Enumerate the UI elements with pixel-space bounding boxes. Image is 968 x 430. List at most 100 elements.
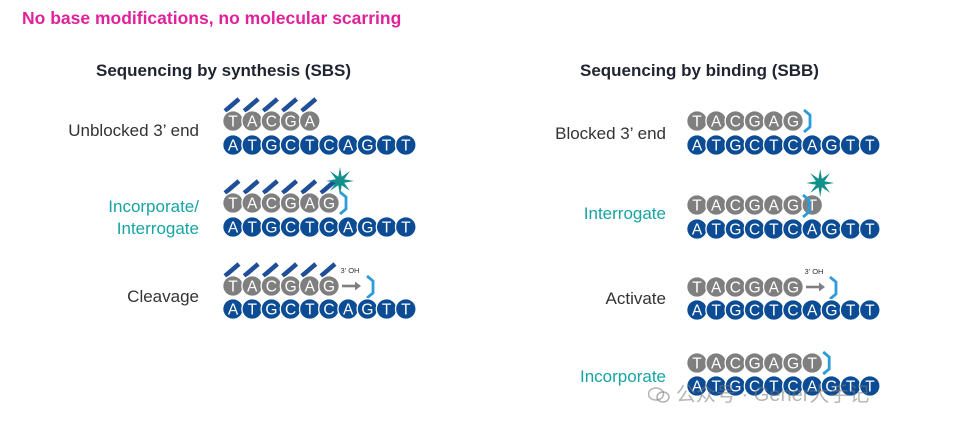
sbb-s4-primer-3-letter: G <box>749 356 761 373</box>
sbb-s3-template-9-letter: T <box>865 303 875 320</box>
sbs-s1-hatch-0 <box>223 97 241 113</box>
sbs-s3-hatch-3 <box>281 262 299 278</box>
sbb-step-label-2: Interrogate <box>583 204 666 223</box>
sbb-s3-template-5-letter: C <box>787 303 798 320</box>
sbb-s1-primer-0-letter: T <box>692 114 702 131</box>
sbs-s3-hatch-1 <box>242 262 260 278</box>
sbb-s2-template-7-letter: G <box>825 222 837 239</box>
sbs-s1-template-4-letter: T <box>305 138 315 155</box>
sbb-s4-blocker <box>822 350 831 376</box>
sbb-s3-primer-0-letter: T <box>692 280 702 297</box>
sbs-s1-template-8-letter: T <box>382 138 392 155</box>
sbs-s3-template-8-letter: T <box>382 302 392 319</box>
sbs-s2-hatch-4 <box>300 179 318 195</box>
sbs-s2-primer-5-bead <box>318 192 340 214</box>
sbs-s1-primer-1-letter: A <box>247 114 258 131</box>
sbb-s3-primer-2-letter: C <box>730 280 741 297</box>
sbb-s2-star <box>806 169 835 197</box>
sbb-s4-template-3-letter: C <box>749 379 760 396</box>
sbb-s3-oh-label: 3’ OH <box>805 267 824 276</box>
sbs-s2-template-3-letter: C <box>285 220 296 237</box>
sbs-s3-hatch-5 <box>319 262 337 278</box>
sbs-s3-primer-2-letter: C <box>266 279 277 296</box>
sbs-s3-template-9-bead <box>394 298 417 320</box>
sbs-s2-hatch-0 <box>223 179 241 195</box>
sbb-s4-template-1-letter: T <box>711 379 721 396</box>
sbs-s1-template-9-letter: T <box>401 138 411 155</box>
sbb-s3-arrow-head <box>819 282 825 292</box>
sbs-s1-template-1-letter: T <box>247 138 257 155</box>
watermark: 公众号 · Gener大手记 <box>648 378 869 407</box>
sbs-s2-hatch-2 <box>261 179 279 195</box>
sbb-s3-template-7-letter: G <box>825 303 837 320</box>
sbb-s2-blocker <box>802 193 811 219</box>
sbs-s3-oh-label: 3’ OH <box>341 266 360 275</box>
sbb-s3-blocker <box>829 275 838 301</box>
sbb-s4-primer-1-letter: A <box>711 356 722 373</box>
sbb-s4-template-2-letter: G <box>729 379 741 396</box>
sbb-s2-primer-4-letter: A <box>769 198 780 215</box>
headline: No base modifications, no molecular scar… <box>22 8 402 28</box>
wechat-icon <box>648 387 670 403</box>
sbb-s2-primer-5-letter: G <box>787 198 799 215</box>
sbs-s2-template-5-letter: C <box>323 220 334 237</box>
sbs-s2-hatch-5 <box>319 179 337 195</box>
sbb-s4-primer-0-letter: T <box>692 356 702 373</box>
sbs-s2-template-7-letter: G <box>361 220 373 237</box>
sbs-s1-hatch-4 <box>300 97 318 113</box>
sbs-s2-template-2-letter: G <box>265 220 277 237</box>
sbb-s2-primer-1-letter: A <box>711 198 722 215</box>
sbs-s2-hatch-1 <box>242 179 260 195</box>
sbs-s2-primer-3-letter: G <box>285 196 297 213</box>
sbs-s1-template-6-letter: A <box>343 138 354 155</box>
sbb-s2-template-4-letter: T <box>769 222 779 239</box>
sbb-s2-template-0-letter: A <box>692 222 703 239</box>
sbs-s3-template-5-letter: C <box>323 302 334 319</box>
sbs-s3-hatch-2 <box>261 262 279 278</box>
sbb-s4-primer-5-letter: G <box>787 356 799 373</box>
sbb-s4-template-7-letter: G <box>825 379 837 396</box>
sbb-s4-template-9-letter: T <box>865 379 875 396</box>
sbb-s3-primer-4-letter: A <box>769 280 780 297</box>
sbs-s2-template-1-letter: T <box>247 220 257 237</box>
sbb-s2-primer-0-letter: T <box>692 198 702 215</box>
sbs-s3-primer-5-bead <box>318 275 340 297</box>
sbb-s4-added-letter: T <box>807 356 817 373</box>
sbb-s1-template-5-letter: C <box>787 138 798 155</box>
sbb-step-label-3: Activate <box>605 289 666 308</box>
sbs-s1-primer-3-letter: G <box>285 114 297 131</box>
sbs-s2-template-4-letter: T <box>305 220 315 237</box>
sbs-s3-arrow-head <box>355 281 361 291</box>
sbb-s2-template-1-letter: T <box>711 222 721 239</box>
sbb-title: Sequencing by binding (SBB) <box>580 61 819 80</box>
sbs-s1-template-2-letter: G <box>265 138 277 155</box>
sbb-step-label-4: Incorporate <box>580 367 666 386</box>
sbb-s3-template-4-letter: T <box>769 303 779 320</box>
sbb-s2-template-9-bead <box>858 218 881 240</box>
sbs-s3-template-0-letter: A <box>228 302 239 319</box>
sbb-s4-primer-2-letter: C <box>730 356 741 373</box>
sbs-s3-template-6-letter: A <box>343 302 354 319</box>
sbs-step-label-3: Cleavage <box>127 287 199 306</box>
sbb-s3-primer-5-letter: G <box>787 280 799 297</box>
sbb-s3-template-1-letter: T <box>711 303 721 320</box>
sbs-s1-primer-0-letter: T <box>228 114 238 131</box>
sbs-s2-blocker <box>339 190 348 216</box>
sbs-s3-hatch-4 <box>300 262 318 278</box>
sbs-s2-primer-4-letter: A <box>305 196 316 213</box>
sbs-s2-hatch-3 <box>281 179 299 195</box>
sbs-s1-template-0-letter: A <box>228 138 239 155</box>
sbs-s3-template-3-letter: C <box>285 302 296 319</box>
sbs-s1-hatch-3 <box>281 97 299 113</box>
sbb-s1-primer-1-letter: A <box>711 114 722 131</box>
sbs-s3-template-9-letter: T <box>401 302 411 319</box>
sbs-s1-template-7-letter: G <box>361 138 373 155</box>
sbb-s2-template-5-letter: C <box>787 222 798 239</box>
sbb-s4-template-9-bead <box>858 375 881 397</box>
sbs-s3-primer-5-letter: G <box>323 279 335 296</box>
sbs-s1-template-9-bead <box>394 134 417 156</box>
sbb-s2-template-3-letter: C <box>749 222 760 239</box>
sbs-s1-template-5-letter: C <box>323 138 334 155</box>
sbs-s3-primer-0-letter: T <box>228 279 238 296</box>
